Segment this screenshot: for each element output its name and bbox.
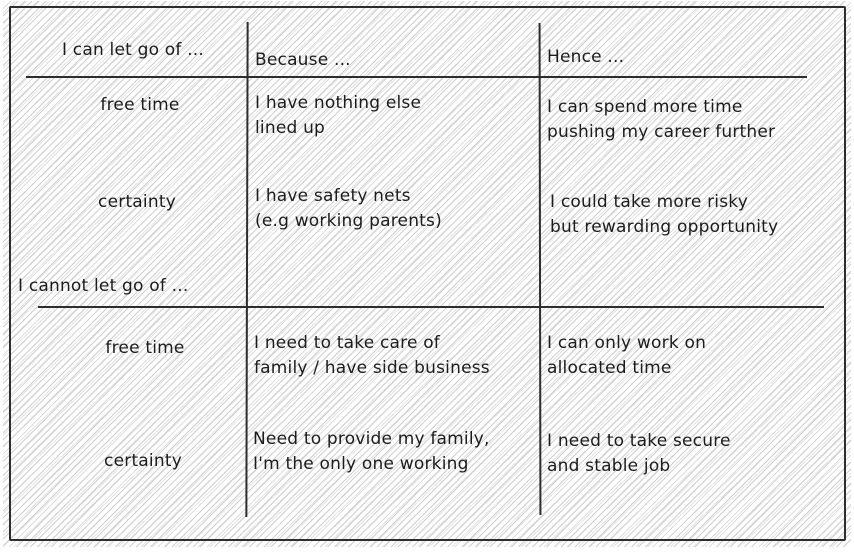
because-cell: I have nothing else lined up <box>255 93 422 138</box>
row-label: free time <box>105 338 185 358</box>
section-rule-can <box>26 76 807 78</box>
hence-cell: I need to take secure and stable job <box>547 431 731 476</box>
hachure-background <box>3 1 851 547</box>
column-header-hence: Hence ... <box>547 47 625 67</box>
section-title-cannot-let-go: I cannot let go of ... <box>18 276 189 296</box>
hence-cell: I could take more risky but rewarding op… <box>550 192 779 237</box>
section-title-can-let-go: I can let go of ... <box>61 40 204 60</box>
because-cell: Need to provide my family, I'm the only … <box>253 429 490 474</box>
hence-cell: I can spend more time pushing my career … <box>547 97 776 142</box>
column-header-because: Because ... <box>255 50 351 70</box>
hence-cell: I can only work on allocated time <box>547 333 707 378</box>
table-border <box>9 6 846 541</box>
because-cell: I have safety nets (e.g working parents) <box>255 186 442 231</box>
row-label: certainty <box>98 192 176 212</box>
section-rule-cannot <box>38 306 824 308</box>
row-label: certainty <box>104 451 182 471</box>
because-cell: I need to take care of family / have sid… <box>254 333 490 378</box>
row-label: free time <box>100 95 180 115</box>
